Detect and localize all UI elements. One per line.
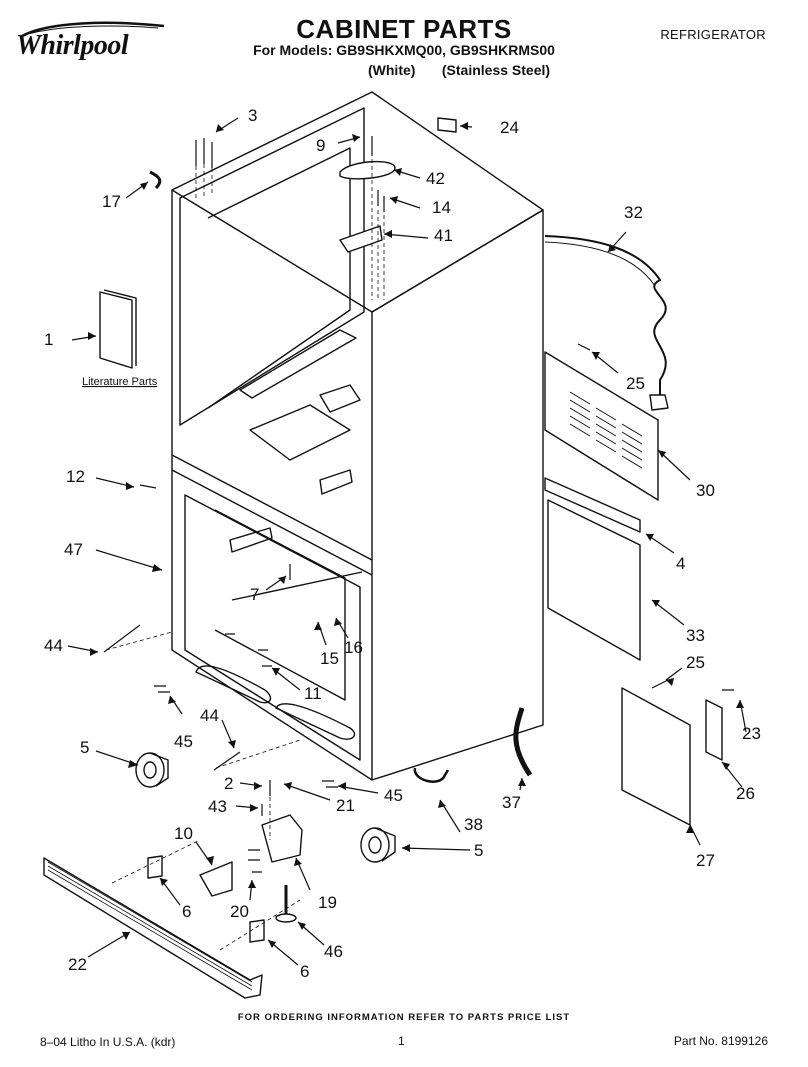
callout-5-left: 5 <box>80 738 89 757</box>
callout-11: 11 <box>304 684 322 703</box>
page-title: CABINET PARTS <box>296 14 512 44</box>
caster-left <box>135 752 169 788</box>
callout-1: 1 <box>44 330 53 349</box>
callout-41: 41 <box>434 226 453 245</box>
callout-16: 16 <box>344 638 363 657</box>
part-number: Part No. 8199126 <box>673 1034 768 1048</box>
callout-44-lower: 44 <box>200 706 219 725</box>
callout-42: 42 <box>426 169 445 188</box>
category-label: REFRIGERATOR <box>660 27 766 42</box>
clip-6a <box>147 855 163 879</box>
literature-booklet <box>99 291 133 369</box>
callout-23: 23 <box>742 724 761 743</box>
callout-21: 21 <box>336 796 355 815</box>
variant-stainless: (Stainless Steel) <box>441 62 551 78</box>
callout-24: 24 <box>500 118 519 137</box>
bracket-26 <box>705 699 723 761</box>
callout-47: 47 <box>64 540 83 559</box>
callout-25-upper: 25 <box>626 374 645 393</box>
callout-38: 38 <box>464 815 483 834</box>
callout-17: 17 <box>102 192 121 211</box>
callout-26: 26 <box>736 784 755 803</box>
callout-19: 19 <box>318 893 337 912</box>
litho-info: 8–04 Litho In U.S.A. (kdr) <box>40 1035 176 1049</box>
cabinet-body <box>171 91 544 781</box>
callout-14: 14 <box>432 198 451 217</box>
callout-2: 2 <box>224 774 233 793</box>
hinge-cover <box>339 160 396 180</box>
models-line: For Models: GB9SHKXMQ00, GB9SHKRMS00 <box>253 42 555 58</box>
clip-6b <box>249 919 265 943</box>
rear-access-panel <box>544 351 659 501</box>
leveler-bracket-19 <box>261 814 303 863</box>
callout-33: 33 <box>686 626 705 645</box>
part-17 <box>149 170 162 190</box>
callout-27: 27 <box>696 851 715 870</box>
callout-6-upper: 6 <box>182 902 191 921</box>
page-number: 1 <box>398 1034 405 1048</box>
pad-24 <box>437 117 457 133</box>
side-panel <box>547 499 641 661</box>
callout-9: 9 <box>316 136 325 155</box>
variant-white: (White) <box>368 62 416 78</box>
callout-44-left: 44 <box>44 636 63 655</box>
literature-parts-label: Literature Parts <box>82 376 158 388</box>
callout-6-lower: 6 <box>300 962 309 981</box>
bottom-cover-panel <box>621 687 691 826</box>
callout-46: 46 <box>324 942 343 961</box>
callout-45-left: 45 <box>174 732 193 751</box>
callout-10: 10 <box>174 824 193 843</box>
bracket-10 <box>199 861 233 897</box>
model-variants: (White) (Stainless Steel) <box>368 62 550 78</box>
callout-7: 7 <box>250 585 259 604</box>
callout-20: 20 <box>230 902 249 921</box>
drain-tube <box>513 707 533 777</box>
callout-22: 22 <box>68 955 87 974</box>
callout-12: 12 <box>66 467 85 486</box>
callout-25-lower: 25 <box>686 653 705 672</box>
ordering-info: FOR ORDERING INFORMATION REFER TO PARTS … <box>237 1012 571 1023</box>
callout-5-right: 5 <box>474 841 483 860</box>
callout-15: 15 <box>320 649 339 668</box>
callout-43: 43 <box>208 797 227 816</box>
brand-logo: Whirlpool <box>16 30 129 61</box>
whirlpool-logo-swoosh <box>21 21 165 38</box>
clamp <box>413 767 450 783</box>
callout-30: 30 <box>696 481 715 500</box>
callout-4: 4 <box>676 554 685 573</box>
hinge-bracket <box>339 225 383 253</box>
callout-45-right: 45 <box>384 786 403 805</box>
callout-32: 32 <box>624 203 643 222</box>
caster-right <box>360 827 396 863</box>
trim-strip <box>544 477 641 533</box>
callout-3: 3 <box>248 106 257 125</box>
callout-37: 37 <box>502 793 521 812</box>
